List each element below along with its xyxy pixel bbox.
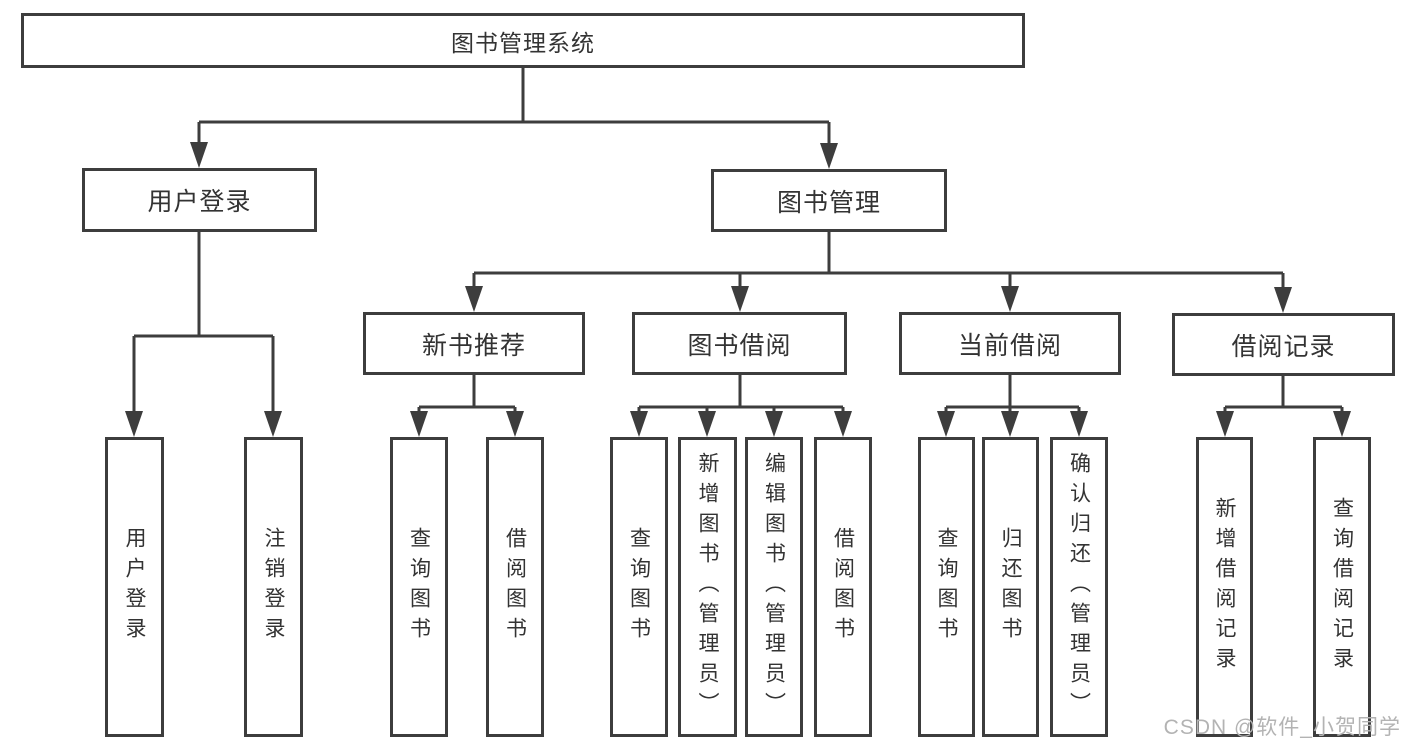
arrowhead-leaf-query-books-2 bbox=[630, 411, 648, 437]
node-label: 注销登录 bbox=[262, 527, 286, 647]
node-new-book-recommend: 新书推荐 bbox=[363, 312, 585, 375]
leaf-user-login: 用户登录 bbox=[105, 437, 164, 737]
arrowhead-borrow-records bbox=[1274, 287, 1292, 313]
leaf-return-book: 归还图书 bbox=[982, 437, 1039, 737]
leaf-add-borrow-record: 新增借阅记录 bbox=[1196, 437, 1253, 737]
arrowhead-leaf-logout bbox=[264, 411, 282, 437]
node-library-management-system: 图书管理系统 bbox=[21, 13, 1025, 68]
arrowhead-leaf-user-login bbox=[125, 411, 143, 437]
node-label: 图书管理 bbox=[776, 188, 881, 217]
leaf-logout: 注销登录 bbox=[244, 437, 303, 737]
node-label: 编辑图书（管理员） bbox=[762, 452, 786, 722]
node-label: 用户登录 bbox=[123, 527, 147, 647]
arrowhead-leaf-query-record bbox=[1333, 411, 1351, 437]
node-label: 查询借阅记录 bbox=[1330, 497, 1354, 677]
arrowhead-leaf-add-record bbox=[1216, 411, 1234, 437]
node-user-login: 用户登录 bbox=[82, 168, 317, 232]
node-book-management: 图书管理 bbox=[711, 169, 947, 232]
node-borrow-records: 借阅记录 bbox=[1172, 313, 1395, 376]
arrowhead-leaf-borrow-books-1 bbox=[506, 411, 524, 437]
arrowhead-user-login bbox=[190, 142, 208, 168]
node-label: 当前借阅 bbox=[957, 331, 1062, 360]
leaf-edit-book-admin: 编辑图书（管理员） bbox=[745, 437, 803, 737]
node-label: 确认归还（管理员） bbox=[1067, 452, 1091, 722]
connector-user-login-group bbox=[132, 232, 275, 419]
connector-current-borrow-group bbox=[944, 375, 1081, 419]
node-current-borrow: 当前借阅 bbox=[899, 312, 1121, 375]
leaf-borrow-books-2: 借阅图书 bbox=[814, 437, 872, 737]
node-label: 借阅记录 bbox=[1231, 332, 1336, 361]
csdn-watermark: CSDN @软件_小贺同学 bbox=[1163, 716, 1401, 739]
leaf-borrow-books-1: 借阅图书 bbox=[486, 437, 544, 737]
node-label: 新书推荐 bbox=[421, 331, 526, 360]
connector-new-book-recommend-group bbox=[417, 375, 517, 419]
node-label: 归还图书 bbox=[999, 527, 1023, 647]
node-label: 查询图书 bbox=[627, 527, 651, 647]
leaf-add-book-admin: 新增图书（管理员） bbox=[678, 437, 737, 737]
leaf-query-books-2: 查询图书 bbox=[610, 437, 668, 737]
connector-root-to-level2 bbox=[197, 68, 831, 151]
node-label: 借阅图书 bbox=[831, 527, 855, 647]
arrowhead-new-book-recommend bbox=[465, 286, 483, 312]
node-label: 图书管理系统 bbox=[451, 29, 595, 56]
node-label: 新增图书（管理员） bbox=[696, 452, 720, 722]
connector-borrow-records-group bbox=[1223, 376, 1344, 419]
arrowhead-leaf-query-books-1 bbox=[410, 411, 428, 437]
node-label: 图书借阅 bbox=[687, 331, 792, 360]
leaf-query-books-1: 查询图书 bbox=[390, 437, 448, 737]
node-label: 查询图书 bbox=[935, 527, 959, 647]
arrowhead-leaf-confirm-return bbox=[1070, 411, 1088, 437]
arrowhead-leaf-return-book bbox=[1001, 411, 1019, 437]
arrowhead-leaf-borrow-books-2 bbox=[834, 411, 852, 437]
leaf-query-borrow-record: 查询借阅记录 bbox=[1313, 437, 1371, 737]
node-book-borrow: 图书借阅 bbox=[632, 312, 847, 375]
node-label: 用户登录 bbox=[147, 188, 252, 216]
leaf-query-books-3: 查询图书 bbox=[918, 437, 975, 737]
arrowhead-book-borrow bbox=[731, 286, 749, 312]
node-label: 查询图书 bbox=[407, 527, 431, 647]
arrowhead-current-borrow bbox=[1001, 286, 1019, 312]
arrowhead-leaf-query-books-3 bbox=[937, 411, 955, 437]
arrowhead-leaf-edit-book bbox=[765, 411, 783, 437]
node-label: 新增借阅记录 bbox=[1213, 497, 1237, 677]
arrowhead-leaf-add-book bbox=[698, 411, 716, 437]
leaf-confirm-return-admin: 确认归还（管理员） bbox=[1050, 437, 1108, 737]
arrowhead-book-management bbox=[820, 143, 838, 169]
connector-book-borrow-group bbox=[637, 375, 845, 419]
connector-book-management-group bbox=[472, 232, 1285, 295]
node-label: 借阅图书 bbox=[503, 527, 527, 647]
